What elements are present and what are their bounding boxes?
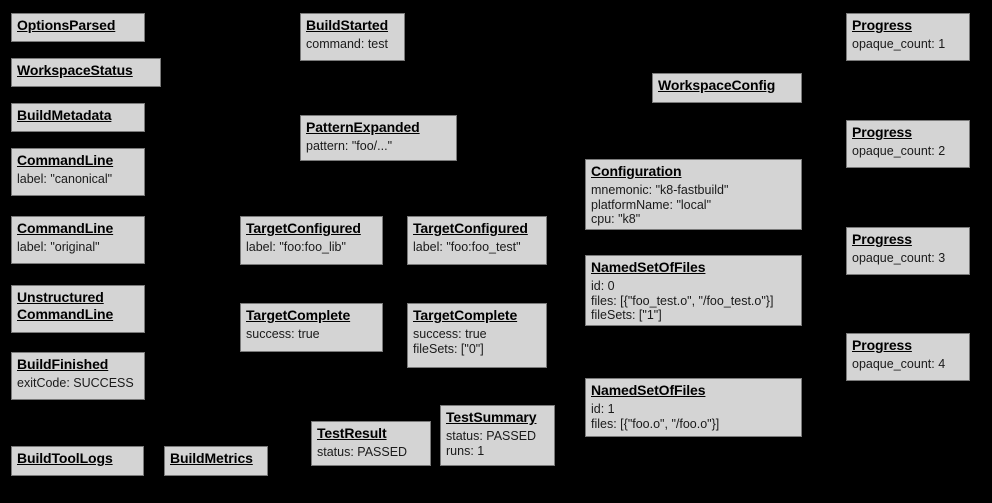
node-fields: command: test (306, 37, 399, 52)
node-title: Unstructured CommandLine (17, 289, 114, 322)
node-title: WorkspaceStatus (17, 62, 133, 78)
node-field: runs: 1 (446, 443, 485, 458)
node-title: Progress (852, 124, 912, 140)
node-field: opaque_count: 1 (852, 36, 946, 51)
node-build-finished[interactable]: BuildFinished exitCode: SUCCESS (11, 352, 145, 400)
node-fields: label: "foo:foo_lib" (246, 240, 377, 255)
node-title: Progress (852, 231, 912, 247)
node-field: files: [{"foo_test.o", "/foo_test.o"}] (591, 293, 774, 308)
node-unstructured-command-line[interactable]: Unstructured CommandLine (11, 285, 145, 333)
node-title: TargetComplete (246, 307, 351, 323)
node-test-result[interactable]: TestResult status: PASSED (311, 421, 431, 466)
node-command-line-canonical[interactable]: CommandLine label: "canonical" (11, 148, 145, 196)
node-field: success: true (413, 326, 487, 341)
node-field: label: "foo:foo_lib" (246, 239, 346, 254)
node-build-metrics[interactable]: BuildMetrics (164, 446, 268, 476)
node-title: WorkspaceConfig (658, 77, 776, 93)
node-workspace-config[interactable]: WorkspaceConfig (652, 73, 802, 103)
node-title: TargetConfigured (413, 220, 528, 236)
node-field: opaque_count: 3 (852, 250, 946, 265)
node-progress-1[interactable]: Progress opaque_count: 1 (846, 13, 970, 61)
node-field: status: PASSED (446, 428, 537, 443)
node-target-complete-foo-lib[interactable]: TargetComplete success: true (240, 303, 383, 352)
node-fields: opaque_count: 3 (852, 251, 964, 266)
node-fields: exitCode: SUCCESS (17, 376, 139, 391)
node-title: PatternExpanded (306, 119, 420, 135)
node-fields: label: "original" (17, 240, 139, 255)
node-title: OptionsParsed (17, 17, 116, 33)
node-build-metadata[interactable]: BuildMetadata (11, 103, 145, 132)
node-fields: status: PASSED (317, 445, 425, 460)
node-field: platformName: "local" (591, 197, 712, 212)
node-field: pattern: "foo/..." (306, 138, 393, 153)
node-field: status: PASSED (317, 444, 408, 459)
node-field: fileSets: ["0"] (413, 341, 484, 356)
node-title: NamedSetOfFiles (591, 259, 706, 275)
node-target-configured-foo-test[interactable]: TargetConfigured label: "foo:foo_test" (407, 216, 547, 265)
node-fields: opaque_count: 2 (852, 144, 964, 159)
node-title: TestResult (317, 425, 387, 441)
node-workspace-status[interactable]: WorkspaceStatus (11, 58, 161, 87)
node-title: CommandLine (17, 152, 114, 168)
node-fields: label: "foo:foo_test" (413, 240, 541, 255)
node-field: id: 1 (591, 401, 615, 416)
node-progress-2[interactable]: Progress opaque_count: 2 (846, 120, 970, 168)
node-title: BuildMetrics (170, 450, 253, 466)
node-title: CommandLine (17, 220, 114, 236)
node-title: TestSummary (446, 409, 537, 425)
node-configuration[interactable]: Configuration mnemonic: "k8-fastbuild"pla… (585, 159, 802, 230)
node-field: label: "original" (17, 239, 100, 254)
node-build-started[interactable]: BuildStarted command: test (300, 13, 405, 61)
node-field: cpu: "k8" (591, 212, 641, 227)
node-title: BuildFinished (17, 356, 109, 372)
node-field: opaque_count: 2 (852, 143, 946, 158)
node-field: exitCode: SUCCESS (17, 375, 134, 390)
node-title: NamedSetOfFiles (591, 382, 706, 398)
node-fields: success: true (246, 327, 377, 342)
node-field: opaque_count: 4 (852, 356, 946, 371)
node-field: mnemonic: "k8-fastbuild" (591, 182, 729, 197)
node-options-parsed[interactable]: OptionsParsed (11, 13, 145, 42)
node-fields: opaque_count: 4 (852, 357, 964, 372)
node-build-tool-logs[interactable]: BuildToolLogs (11, 446, 144, 476)
node-title: TargetComplete (413, 307, 518, 323)
node-fields: pattern: "foo/..." (306, 139, 451, 154)
node-field: fileSets: ["1"] (591, 308, 662, 323)
node-command-line-original[interactable]: CommandLine label: "original" (11, 216, 145, 264)
node-pattern-expanded[interactable]: PatternExpanded pattern: "foo/..." (300, 115, 457, 161)
node-field: label: "canonical" (17, 171, 113, 186)
node-fields: mnemonic: "k8-fastbuild"platformName: "l… (591, 183, 796, 227)
node-fields: label: "canonical" (17, 172, 139, 187)
node-title: Configuration (591, 163, 682, 179)
node-progress-4[interactable]: Progress opaque_count: 4 (846, 333, 970, 381)
node-title: Progress (852, 17, 912, 33)
node-field: files: [{"foo.o", "/foo.o"}] (591, 416, 720, 431)
node-title: TargetConfigured (246, 220, 361, 236)
node-fields: opaque_count: 1 (852, 37, 964, 52)
node-field: label: "foo:foo_test" (413, 239, 521, 254)
node-title: BuildToolLogs (17, 450, 113, 466)
node-field: id: 0 (591, 278, 615, 293)
node-field: command: test (306, 36, 388, 51)
node-title: BuildStarted (306, 17, 389, 33)
node-progress-3[interactable]: Progress opaque_count: 3 (846, 227, 970, 275)
node-title: Progress (852, 337, 912, 353)
node-title: BuildMetadata (17, 107, 112, 123)
node-field: success: true (246, 326, 320, 341)
node-target-configured-foo-lib[interactable]: TargetConfigured label: "foo:foo_lib" (240, 216, 383, 265)
